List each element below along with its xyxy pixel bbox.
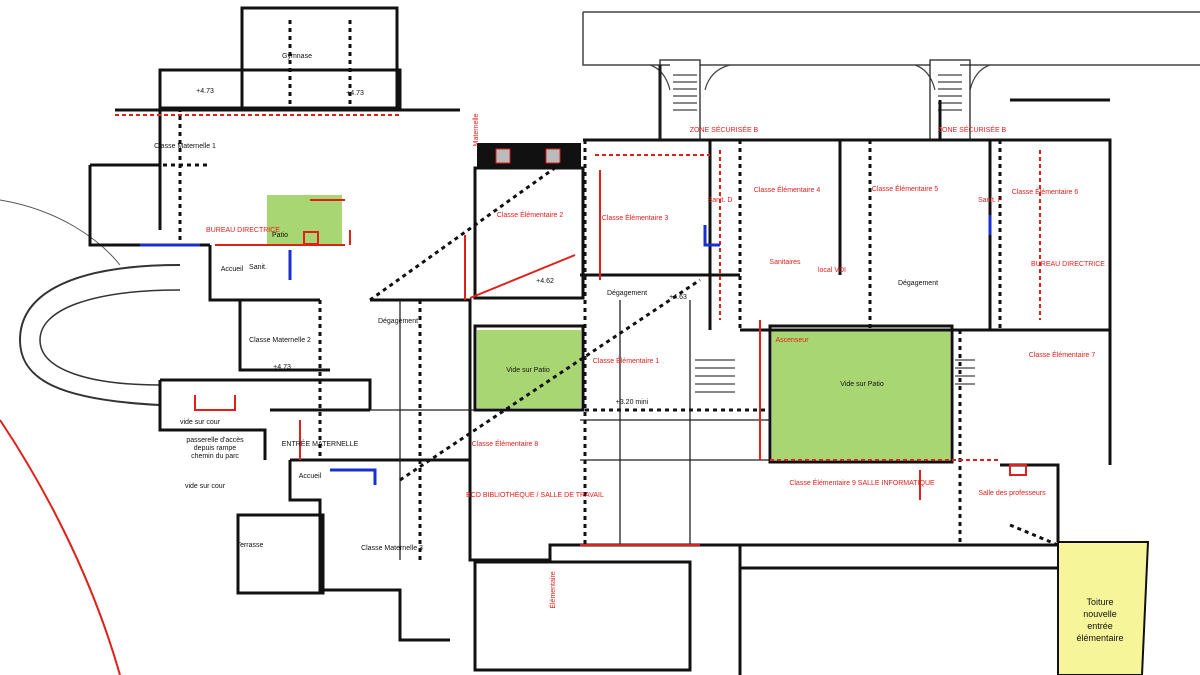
red-annotations	[115, 114, 1041, 546]
room-label: Sanit.	[249, 264, 267, 271]
accessibility-blue	[140, 215, 992, 485]
room-label: Salle des professeurs	[978, 490, 1046, 497]
room-label: Sanit. D	[708, 197, 733, 204]
room-label: BUREAU DIRECTRICE	[206, 227, 280, 234]
stairs	[673, 74, 975, 393]
room-label: Ascenseur	[775, 337, 809, 344]
room-label: local VDI	[818, 267, 846, 274]
room-label: Dégagement	[607, 290, 647, 297]
vertical-label: Maternelle	[473, 114, 480, 147]
vide-sur-patio-2	[772, 330, 950, 460]
walls	[88, 6, 1112, 675]
room-label: ZONE SÉCURISÉE B	[938, 125, 1007, 134]
level-tag: +4.73	[346, 90, 364, 97]
dark-block	[477, 143, 581, 169]
room-label: Accueil	[299, 473, 322, 480]
room-label: ENTRÉE MATERNELLE	[282, 439, 359, 448]
level-tag: +3.20 mini	[616, 399, 649, 406]
room-label: Classe Élémentaire 2	[497, 210, 564, 219]
room-label: Classe Élémentaire 7	[1029, 350, 1096, 359]
room-label: Dégagement	[378, 318, 418, 325]
site-boundary-top	[582, 11, 1200, 66]
roof-new-entrance	[1057, 541, 1150, 675]
room-label: Vide sur Patio	[506, 367, 550, 374]
room-label: depuis rampe	[194, 445, 237, 452]
level-tag: +4.73	[273, 364, 291, 371]
room-label: Classe Maternelle 2	[249, 337, 311, 344]
room-label: Gymnase	[282, 53, 312, 60]
canopy-curves	[649, 64, 991, 91]
room-label: Classe Élémentaire 3	[602, 213, 669, 222]
room-label: chemin du parc	[191, 453, 239, 460]
level-tag: +4.62	[536, 278, 554, 285]
dashed-structure	[115, 20, 1059, 560]
room-label: Classe Élémentaire 1	[593, 356, 660, 365]
room-label: élémentaire	[1076, 633, 1123, 643]
room-label: BUREAU DIRECTRICE	[1031, 261, 1105, 268]
room-label: nouvelle	[1083, 609, 1117, 619]
room-label: Classe Élémentaire 6	[1012, 187, 1079, 196]
curved-ramp	[18, 264, 181, 406]
level-tag: +4.63	[669, 294, 687, 301]
site-boundary-red	[0, 419, 121, 675]
room-label: Classe Élémentaire 8	[472, 439, 539, 448]
room-label: Accueil	[221, 266, 244, 273]
room-label: Dégagement	[898, 280, 938, 287]
room-labels: Gymnase Classe Maternelle 1 BUREAU DIREC…	[154, 53, 1123, 643]
level-tag: +4.73	[196, 88, 214, 95]
room-label: vide sur cour	[180, 419, 221, 426]
room-label: Classe Maternelle 3	[361, 545, 423, 552]
room-label: ZONE SÉCURISÉE B	[690, 125, 759, 134]
dark-block-window	[495, 148, 511, 164]
room-label: Toiture	[1086, 597, 1113, 607]
room-label: Sanitaires	[769, 259, 801, 266]
vertical-label: Élémentaire	[548, 571, 557, 608]
room-label: vide sur cour	[185, 483, 226, 490]
room-label: Classe Élémentaire 9 SALLE INFORMATIQUE	[789, 478, 935, 487]
room-label: Vide sur Patio	[840, 381, 884, 388]
dark-block-window	[545, 148, 561, 164]
room-label: Classe Élémentaire 5	[872, 184, 939, 193]
room-label: Terrasse	[237, 542, 264, 549]
room-label: entrée	[1087, 621, 1113, 631]
room-label: Sanit. F	[978, 197, 1002, 204]
curved-ramp-edge	[0, 199, 121, 266]
room-label: BCD BIBLIOTHÈQUE / SALLE DE TRAVAIL	[466, 490, 604, 499]
room-label: Patio	[272, 232, 288, 239]
room-label: passerelle d'accès	[186, 437, 244, 444]
room-label: Classe Maternelle 1	[154, 143, 216, 150]
room-label: Classe Élémentaire 4	[754, 185, 821, 194]
curved-ramp-inner	[39, 289, 181, 386]
